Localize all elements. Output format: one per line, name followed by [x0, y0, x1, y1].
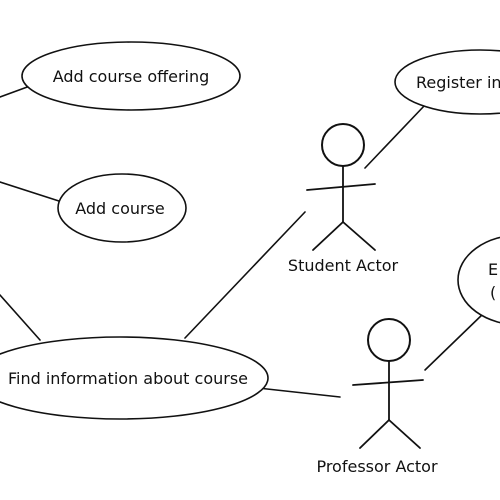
- actor-head: [367, 318, 411, 362]
- use-case-label-partial-line1: E: [488, 260, 498, 279]
- actor-arms: [352, 379, 424, 386]
- line-student-to-register: [364, 104, 426, 169]
- line-to-add-course: [0, 181, 63, 203]
- line-student-to-find-information: [184, 211, 306, 339]
- association-lines: [0, 85, 486, 398]
- use-case-find-information: Find information about course: [0, 336, 269, 420]
- use-case-label-find-information: Find information about course: [8, 369, 248, 388]
- use-case-add-course-offering: Add course offering: [21, 41, 241, 111]
- line-to-find-information: [0, 294, 41, 341]
- use-case-ellipse: [57, 173, 187, 243]
- use-case-ellipse: [394, 49, 500, 115]
- actor-left-leg: [359, 419, 390, 449]
- use-case-add-course: Add course: [57, 173, 187, 243]
- line-to-add-course-offering: [0, 85, 31, 98]
- use-case-label-add-course: Add course: [75, 199, 165, 218]
- line-professor-to-find-information: [257, 387, 341, 398]
- use-case-ellipse: [21, 41, 241, 111]
- student-actor-label: Student Actor: [288, 256, 399, 275]
- use-case-ellipse: [0, 336, 269, 420]
- use-case-register: Register in: [394, 49, 500, 115]
- student-actor: Student Actor: [288, 123, 399, 275]
- use-case-label-register: Register in: [416, 73, 500, 92]
- use-case-label-add-course-offering: Add course offering: [53, 67, 210, 86]
- professor-actor-label: Professor Actor: [316, 457, 438, 476]
- line-professor-to-partial-usecase: [424, 311, 486, 371]
- actor-right-leg: [388, 419, 421, 449]
- use-case-label-partial-line2: (: [490, 283, 496, 302]
- actor-left-leg: [312, 221, 344, 251]
- use-case-ellipse: [457, 236, 500, 324]
- use-case-professor-partial: E (: [457, 236, 500, 324]
- actor-arms: [306, 183, 376, 191]
- actor-right-leg: [342, 221, 376, 251]
- professor-actor: Professor Actor: [316, 318, 438, 476]
- actor-head: [321, 123, 365, 167]
